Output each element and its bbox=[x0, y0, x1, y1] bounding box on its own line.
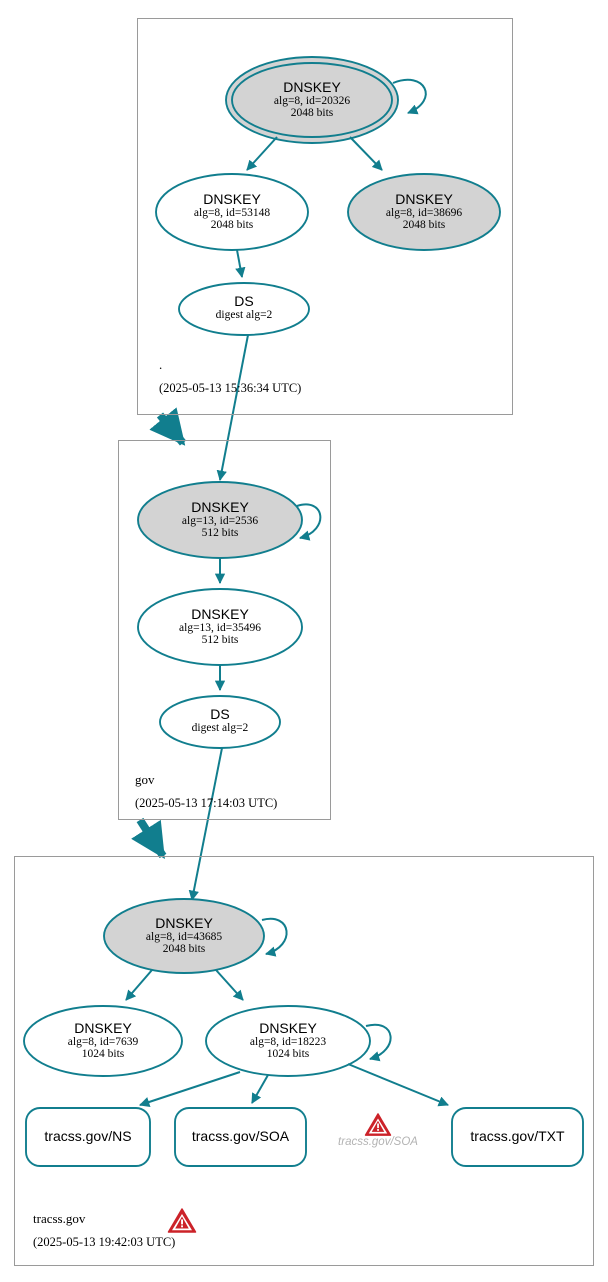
node-root-key-38696[interactable] bbox=[347, 173, 501, 251]
zone-label-tracss: tracss.gov bbox=[33, 1211, 86, 1226]
zone-box-gov bbox=[118, 440, 331, 820]
warning-triangle-icon bbox=[364, 1113, 392, 1136]
edge-tracssksk-to-key7639 bbox=[125, 969, 153, 1001]
rrset-label-txt[interactable]: tracss.gov/TXT bbox=[470, 1128, 565, 1144]
zone-label-gov: gov bbox=[135, 772, 155, 787]
edge-tracss-zsk-self bbox=[365, 1023, 392, 1062]
node-tracss-ksk[interactable] bbox=[103, 898, 265, 974]
zone-edge-root-to-gov bbox=[149, 407, 187, 446]
edge-govds-to-tracssksk bbox=[188, 747, 223, 902]
node-root-zsk-53148[interactable] bbox=[155, 173, 309, 251]
edge-gov-ksk-self bbox=[296, 503, 322, 541]
edge-rootksk-to-key38696 bbox=[349, 136, 383, 171]
zone-timestamp-tracss: (2025-05-13 19:42:03 UTC) bbox=[33, 1235, 176, 1249]
edge-zsk18223-to-ns bbox=[139, 1071, 241, 1108]
edge-zsk18223-to-txt bbox=[347, 1063, 449, 1107]
rrset-label-soa[interactable]: tracss.gov/SOA bbox=[191, 1128, 290, 1144]
node-tracss-zsk-18223[interactable] bbox=[205, 1005, 371, 1077]
edge-zsk53148-to-ds bbox=[235, 249, 246, 279]
zone-timestamp-root: (2025-05-13 15:36:34 UTC) bbox=[159, 381, 302, 395]
edge-zsk18223-to-soa bbox=[251, 1074, 269, 1104]
node-gov-ds[interactable] bbox=[159, 695, 281, 749]
rrset-box-soa[interactable] bbox=[174, 1107, 307, 1167]
zone-timestamp-gov: (2025-05-13 17:14:03 UTC) bbox=[135, 796, 278, 810]
zone-label-root: . bbox=[159, 357, 163, 372]
edge-root-ksk-self bbox=[392, 78, 427, 115]
rrset-box-txt[interactable] bbox=[451, 1107, 584, 1167]
zone-edge-gov-to-tracss bbox=[131, 817, 167, 859]
edge-rootksk-to-zsk53148 bbox=[246, 136, 278, 171]
node-tracss-key-7639[interactable] bbox=[23, 1005, 183, 1077]
edge-tracss-ksk-self bbox=[261, 917, 288, 957]
zone-warning-triangle-icon bbox=[167, 1208, 197, 1233]
edge-rootds-to-govksk bbox=[216, 334, 249, 482]
rrset-box-ns[interactable] bbox=[25, 1107, 151, 1167]
error-label-soa: tracss.gov/SOA bbox=[338, 1136, 418, 1148]
rrset-label-ns[interactable]: tracss.gov/NS bbox=[44, 1128, 132, 1144]
zone-box-root bbox=[137, 18, 513, 415]
node-root-ksk[interactable] bbox=[225, 56, 399, 144]
node-root-ds[interactable] bbox=[178, 282, 310, 336]
edge-tracssksk-to-zsk18223 bbox=[215, 969, 244, 1001]
zone-box-tracss bbox=[14, 856, 594, 1266]
